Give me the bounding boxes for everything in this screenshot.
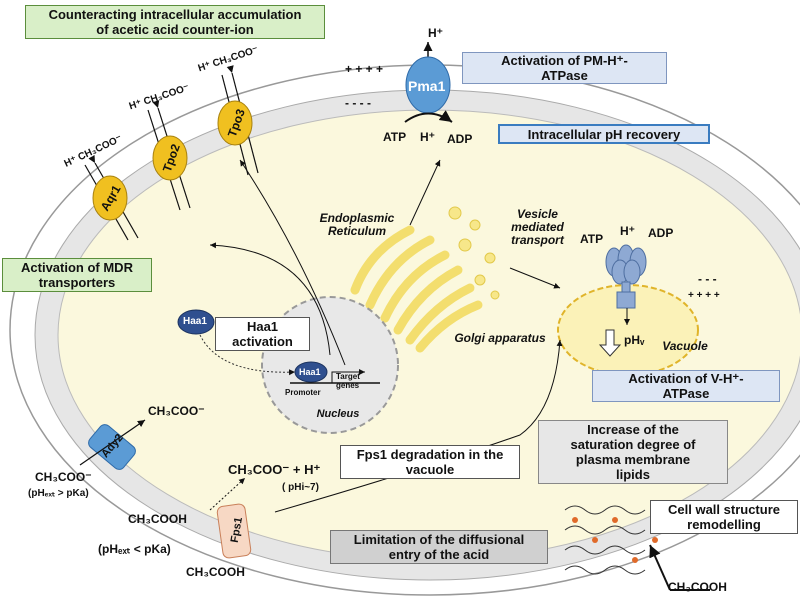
vacuole-label: Vacuole <box>662 339 708 353</box>
v-adp-label: ADP <box>648 226 674 240</box>
adp-label: ADP <box>447 132 473 146</box>
lipid-heads <box>572 517 658 563</box>
cell-wall-box: Cell wall structure remodelling <box>650 500 798 534</box>
ch3cooh-bottom: CH₃COOH <box>186 565 245 579</box>
golgi-apparatus <box>350 225 483 353</box>
promoter-label: Promoter <box>285 388 321 397</box>
haa1-nuc-label: Haa1 <box>299 367 321 377</box>
membrane-lipids <box>564 505 646 575</box>
ph-ext-lt: (pHₑₓₜ < pKa) <box>98 542 171 556</box>
ph-recovery-box: Intracellular pH recovery <box>498 124 710 144</box>
plus-signs: + + + + <box>345 62 384 76</box>
ch3cooh-mid: CH₃COOH <box>128 512 187 526</box>
vesicle-label: Vesicle mediated transport <box>511 207 564 247</box>
mdr-box: Activation of MDR transporters <box>2 258 152 292</box>
ph-ext-gt: (pHₑₓₜ > pKa) <box>28 488 89 499</box>
nucleus-label: Nucleus <box>316 408 360 420</box>
counteracting-box: Counteracting intracellular accumulation… <box>25 5 325 39</box>
pma1-label: Pma1 <box>408 78 446 94</box>
golgi-label: Golgi apparatus <box>454 331 546 345</box>
saturation-box: Increase of the saturation degree of pla… <box>538 420 728 484</box>
ph-i: ( pHi~7) <box>282 482 319 493</box>
pm-atpase-box: Activation of PM-H⁺- ATPase <box>462 52 667 84</box>
minus-signs: - - - - <box>345 96 371 110</box>
haa1-activation-box: Haa1 activation <box>215 317 310 351</box>
aqr1-transporter <box>84 154 139 241</box>
limitation-box: Limitation of the diffusional entry of t… <box>330 530 548 564</box>
vac-minus: - - - <box>698 272 717 286</box>
ady2-in: CH₃COO⁻ <box>148 404 205 418</box>
atp-label: ATP <box>383 130 407 144</box>
ph-v-label: pHᵥ <box>624 333 645 347</box>
h-plus-top: H⁺ <box>428 26 443 40</box>
haa1-label: Haa1 <box>183 316 207 327</box>
fps1-channel <box>216 503 252 559</box>
vesicles <box>448 206 500 300</box>
ady2-out: CH₃COO⁻ <box>35 470 92 484</box>
tpo3-transporter <box>217 65 259 176</box>
vac-plus: + + + + <box>688 290 720 301</box>
v-atpase-box: Activation of V-H⁺- ATPase <box>592 370 780 402</box>
v-h-label: H⁺ <box>620 224 635 238</box>
haa1-nuclear <box>294 361 328 383</box>
fps1-degradation-box: Fps1 degradation in the vacuole <box>340 445 520 479</box>
h-plus-mid: H⁺ <box>420 130 435 144</box>
tpo2-transporter <box>147 100 191 211</box>
ch3cooh-right: CH₃COOH <box>668 580 727 594</box>
v-atp-label: ATP <box>580 232 604 246</box>
target-genes-label: Target genes <box>336 372 360 390</box>
haa1-protein <box>177 309 215 335</box>
v-atpase <box>605 244 647 309</box>
er-label: Endoplasmic Reticulum <box>319 211 395 238</box>
acetate-h: CH₃COO⁻ + H⁺ <box>228 462 321 477</box>
